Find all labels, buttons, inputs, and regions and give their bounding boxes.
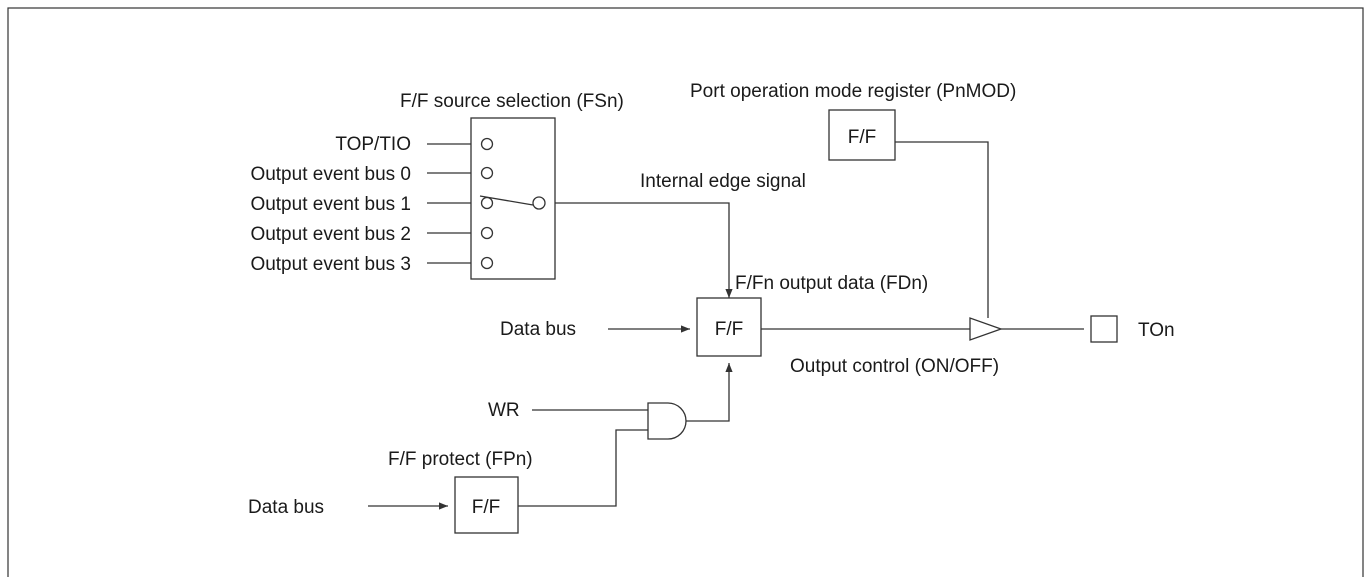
and-gate-output-wire — [686, 363, 733, 422]
port-mode-register-label: Port operation mode register (PnMOD) — [690, 81, 1016, 102]
selector-input-bus-0: Output event bus 0 — [250, 164, 494, 185]
ff-mode-label: F/F — [848, 127, 877, 148]
ff-protect-block-label: F/F — [472, 497, 501, 518]
selector-input-bus-1: Output event bus 1 — [250, 194, 494, 215]
ton-terminal — [1090, 315, 1118, 343]
diagram-frame — [7, 7, 1364, 577]
protect-to-and-wire — [518, 429, 648, 507]
ff-main-box — [696, 297, 762, 357]
input-label-bus-1: Output event bus 1 — [250, 194, 411, 215]
ff-output-data-label: F/Fn output data (FDn) — [735, 273, 928, 294]
data-bus-main-label: Data bus — [500, 319, 576, 340]
input-label-bus-0: Output event bus 0 — [250, 164, 411, 185]
ff-protect-label: F/F protect (FPn) — [388, 449, 533, 470]
and-gate-icon — [647, 402, 687, 440]
internal-edge-signal-wire — [555, 202, 733, 298]
wr-label: WR — [488, 400, 520, 421]
ton-label: TOn — [1138, 320, 1175, 341]
internal-edge-signal-label: Internal edge signal — [640, 171, 806, 192]
mode-control-wire — [895, 141, 989, 318]
input-label-top-tio: TOP/TIO — [335, 134, 411, 155]
selector-input-bus-2: Output event bus 2 — [250, 224, 494, 245]
ff-source-selection-label: F/F source selection (FSn) — [400, 91, 624, 112]
input-label-bus-3: Output event bus 3 — [250, 254, 411, 275]
selector-input-bus-3: Output event bus 3 — [250, 254, 494, 275]
ff-mode-box — [828, 109, 896, 161]
ff-main-label: F/F — [715, 319, 744, 340]
ff-protect-box — [454, 476, 519, 534]
data-bus-protect-label: Data bus — [248, 497, 324, 518]
selector-switch-icon — [479, 195, 546, 210]
input-label-bus-2: Output event bus 2 — [250, 224, 411, 245]
output-buffer-icon — [969, 317, 1003, 341]
output-control-label: Output control (ON/OFF) — [790, 356, 999, 377]
selector-input-topt-io: TOP/TIO — [335, 134, 494, 155]
